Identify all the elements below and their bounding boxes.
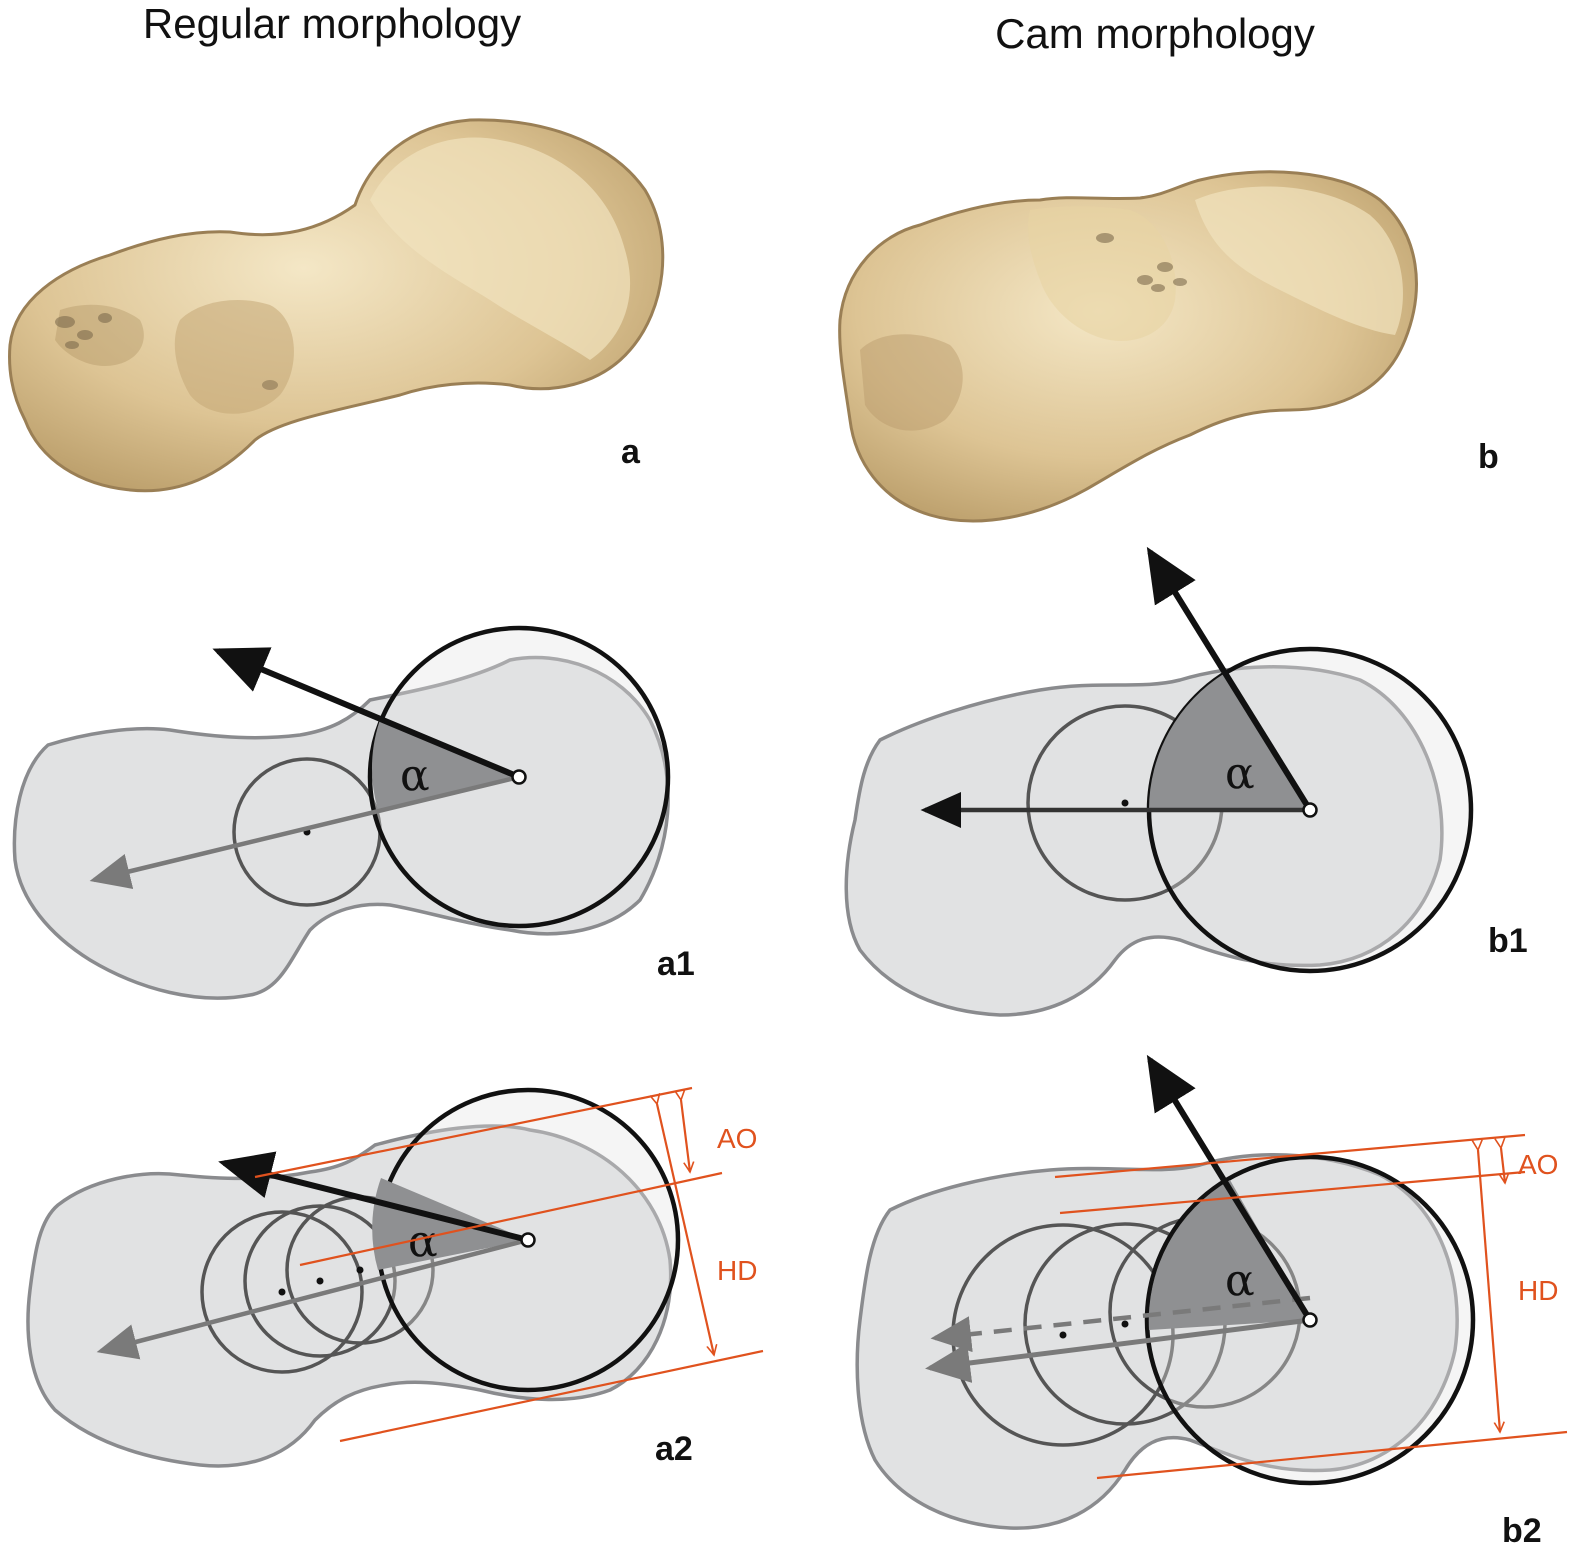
panel-label-b2: b2 <box>1502 1512 1542 1550</box>
alpha-label-b2: α <box>1225 1255 1255 1306</box>
neck-circle-a2-2 <box>243 1204 397 1358</box>
bone-illustration-cam <box>838 170 1418 523</box>
diagram-b2: α AO HD <box>855 1054 1568 1530</box>
bone-outline-b1 <box>844 665 1444 1017</box>
alpha-label-b1: α <box>1225 748 1255 799</box>
ao-label-a2: AO <box>717 1123 757 1154</box>
diagram-b1: α <box>844 546 1474 1017</box>
alpha-angle-wedge-a1 <box>371 717 519 810</box>
neck-axis-arrow-a2 <box>96 1237 529 1360</box>
column-title-regular: Regular morphology <box>143 0 521 47</box>
panel-label-a: a <box>621 433 641 471</box>
diagram-a2: α AO HD <box>26 1086 764 1468</box>
bone-outline-a2 <box>26 1124 673 1468</box>
ao-arrow-a2 <box>681 1100 690 1172</box>
measure-line-bottom-a2 <box>339 1349 764 1443</box>
column-title-cam: Cam morphology <box>995 10 1315 57</box>
head-neck-arrow-b1 <box>1146 546 1313 812</box>
bone-illustration-regular <box>8 118 665 493</box>
panel-label-b: b <box>1478 438 1499 476</box>
panel-label-a2: a2 <box>655 1430 693 1468</box>
alpha-label-a1: α <box>400 750 430 801</box>
alpha-angle-wedge-b1 <box>1148 673 1310 810</box>
neck-axis-arrow-a1 <box>89 774 520 890</box>
ao-label-b2: AO <box>1518 1149 1558 1180</box>
measure-line-top-a2 <box>254 1086 693 1179</box>
panel-label-a1: a1 <box>657 945 695 983</box>
head-neck-arrow-b2 <box>1146 1054 1313 1322</box>
ao-arrow-b2 <box>1501 1148 1505 1183</box>
hd-arrow-b2 <box>1478 1150 1500 1432</box>
measure-line-bottom-b2 <box>1096 1430 1568 1480</box>
alpha-angle-wedge-b2 <box>1148 1180 1310 1330</box>
hd-label-a2: HD <box>717 1255 757 1286</box>
hd-label-b2: HD <box>1518 1275 1558 1306</box>
diagram-a1: α <box>12 625 671 1000</box>
panel-label-b1: b1 <box>1488 922 1528 960</box>
neck-axis-arrow-b2 <box>925 1317 1311 1383</box>
measure-line-top-b2 <box>1054 1133 1526 1179</box>
alpha-angle-wedge-a2 <box>372 1178 528 1270</box>
measure-line-mid-b2 <box>1059 1170 1526 1215</box>
neck-axis-dashed-b2 <box>930 1295 1311 1353</box>
neck-circle-a2-1 <box>200 1210 364 1374</box>
hd-arrow-a2 <box>657 1104 714 1355</box>
bone-outline-a1 <box>12 655 670 1000</box>
head-neck-arrow-a1 <box>212 647 521 780</box>
